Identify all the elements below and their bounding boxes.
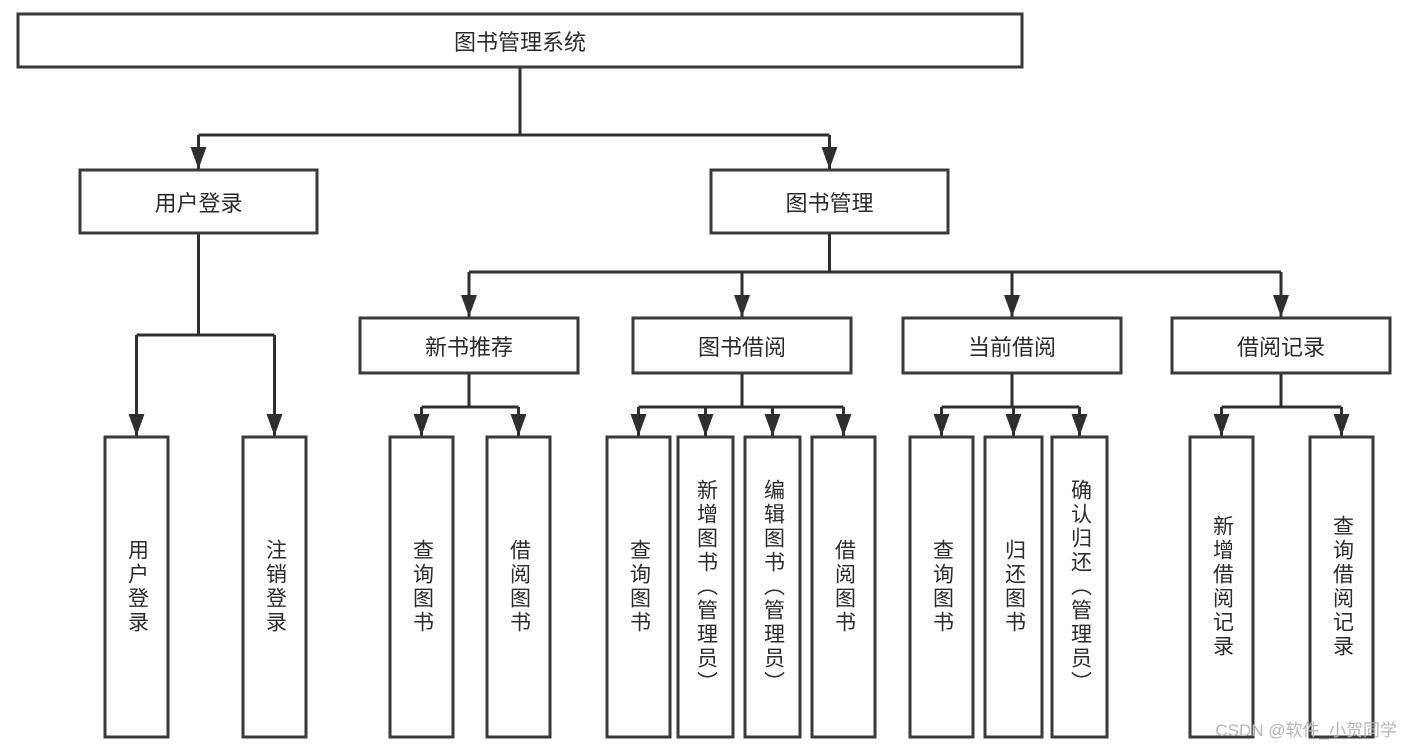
node-root[interactable] (16, 12, 1024, 69)
node-borrow-record[interactable] (1170, 316, 1392, 375)
arrow-head-icon (190, 147, 207, 169)
node-leaf-query-record[interactable] (1308, 435, 1375, 739)
arrow-head-icon (734, 295, 750, 317)
node-leaf-borrow-book-2[interactable] (810, 435, 877, 739)
node-boxes-group (16, 12, 1392, 739)
watermark-text: CSDN @软件_小贺同学 (1215, 721, 1397, 740)
arrow-head-icon (630, 414, 647, 436)
node-leaf-edit-book[interactable] (743, 435, 802, 739)
node-leaf-confirm-return[interactable] (1050, 435, 1109, 739)
arrow-head-icon (933, 414, 950, 436)
arrow-head-icon (1004, 295, 1020, 317)
arrow-head-icon (835, 414, 852, 436)
node-leaf-add-book[interactable] (676, 435, 735, 739)
connectors-group (128, 67, 1350, 436)
node-current-borrow[interactable] (901, 316, 1123, 375)
arrow-head-icon (1213, 414, 1230, 436)
node-leaf-query-book-1[interactable] (388, 435, 455, 739)
node-user-login[interactable] (78, 168, 319, 235)
arrow-head-icon (413, 414, 430, 436)
arrow-head-icon (821, 147, 838, 169)
node-leaf-logout[interactable] (241, 435, 308, 739)
arrow-head-icon (697, 414, 714, 436)
arrow-head-icon (266, 414, 283, 436)
node-leaf-query-book-3[interactable] (908, 435, 975, 739)
node-leaf-return-book[interactable] (983, 435, 1044, 739)
arrow-head-icon (1273, 295, 1289, 317)
node-leaf-borrow-book-1[interactable] (485, 435, 552, 739)
node-new-book-recommend[interactable] (358, 316, 580, 375)
arrow-head-icon (764, 414, 781, 436)
node-leaf-query-book-2[interactable] (605, 435, 672, 739)
arrow-head-icon (128, 414, 145, 436)
arrow-head-icon (1005, 414, 1022, 436)
arrow-head-icon (1071, 414, 1088, 436)
arrow-head-icon (1333, 414, 1350, 436)
node-leaf-user-login[interactable] (103, 435, 170, 739)
node-book-manage[interactable] (709, 168, 950, 235)
arrow-head-icon (510, 414, 527, 436)
arrow-head-icon (461, 295, 477, 317)
node-book-borrow[interactable] (631, 316, 853, 375)
node-leaf-add-record[interactable] (1188, 435, 1255, 739)
